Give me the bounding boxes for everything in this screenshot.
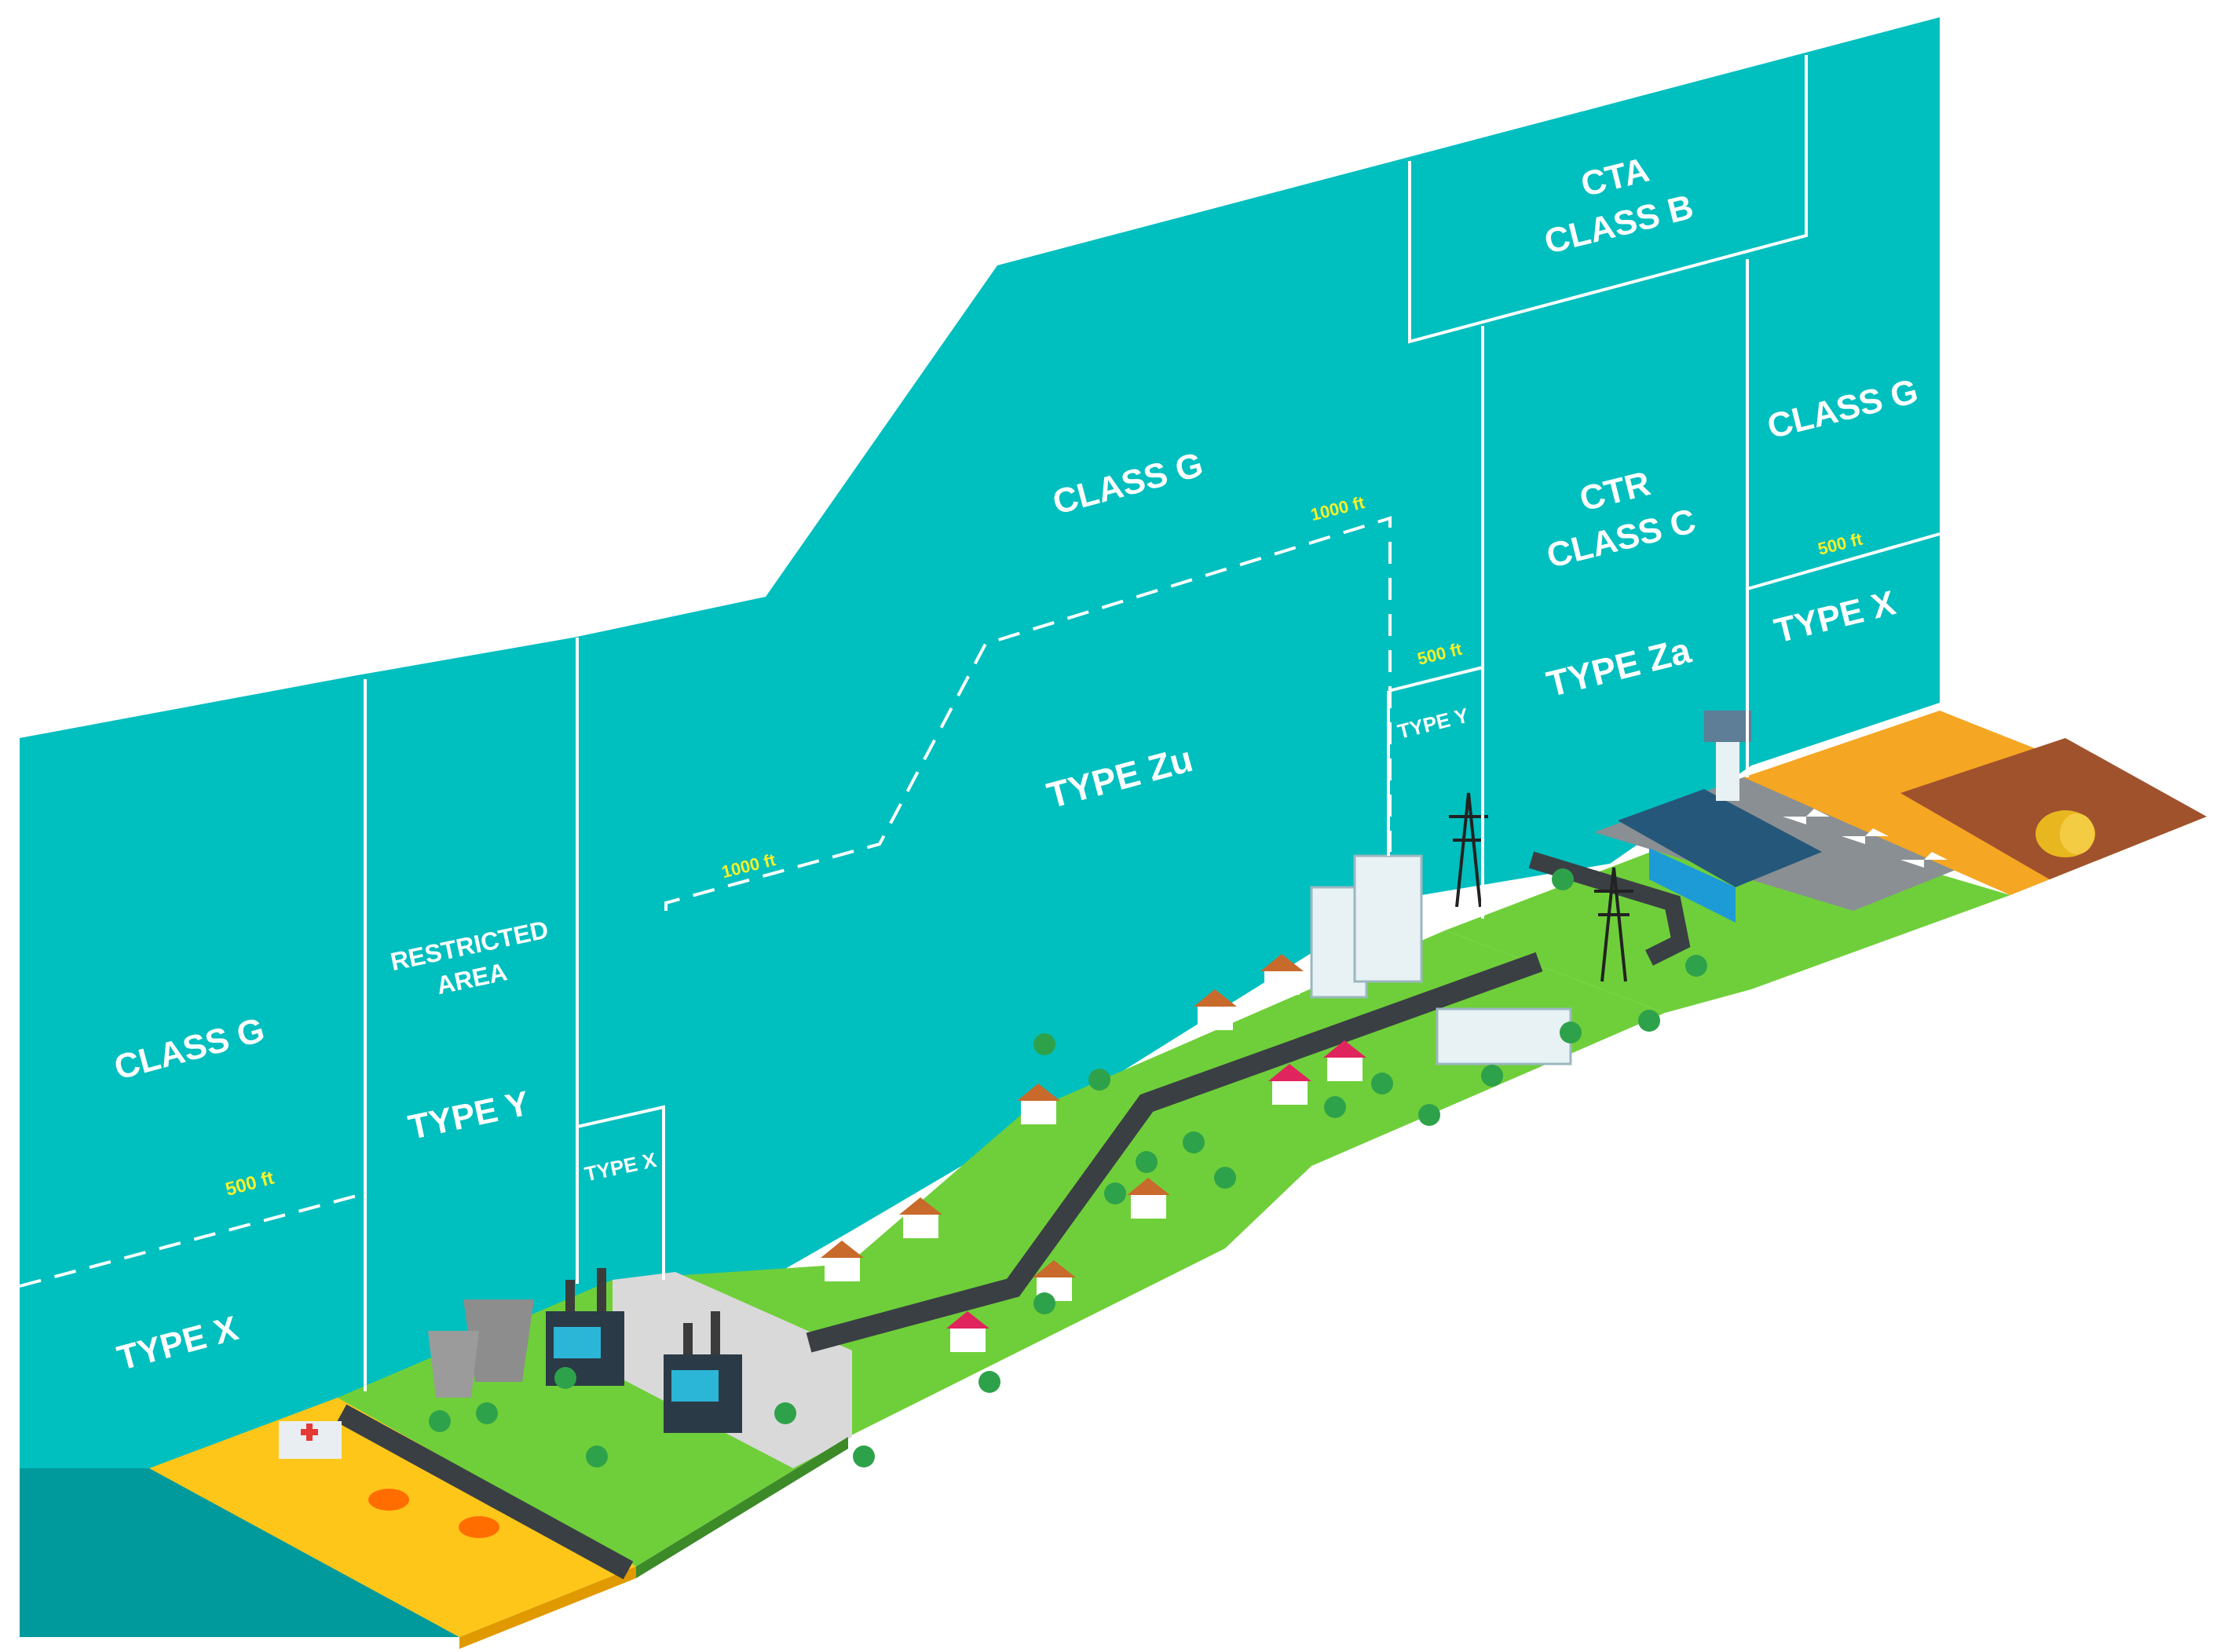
factory-icon — [546, 1268, 742, 1433]
road — [336, 952, 1543, 1580]
airspace-wall-panel — [20, 17, 1940, 1476]
office-building-icon — [1436, 1007, 1572, 1065]
cooling-tower-icon — [428, 1299, 534, 1398]
umbrella-icon — [368, 1489, 499, 1538]
skyscraper-icon — [1310, 854, 1423, 999]
house-roof — [821, 954, 1304, 1277]
house-roof-red — [946, 1040, 1366, 1329]
zu-ceiling-line — [664, 516, 1392, 911]
left-500ft-line — [19, 1192, 366, 1288]
divider-type-y — [1388, 666, 1483, 693]
beach — [149, 1398, 636, 1637]
cta-box — [1408, 55, 1808, 344]
scenery — [279, 711, 2095, 1538]
control-tower-icon — [1704, 711, 1751, 801]
ground-side — [636, 1437, 848, 1578]
airplane-icon — [1783, 809, 1948, 868]
terminal-icon — [1618, 789, 1822, 923]
ploughed-field — [1900, 738, 2207, 879]
divider-type-x — [576, 1105, 665, 1280]
airspace-dividers — [19, 55, 1940, 1391]
airport-road — [1528, 851, 1691, 966]
hospital-icon — [279, 1421, 342, 1459]
beach-side — [459, 1566, 636, 1649]
hay-bale-icon — [2036, 810, 2095, 857]
sea-strip — [20, 1468, 459, 1637]
airspace-wall — [20, 17, 1940, 1637]
tree-icon — [429, 868, 1707, 1467]
divider-right-500ft — [1747, 532, 1940, 590]
